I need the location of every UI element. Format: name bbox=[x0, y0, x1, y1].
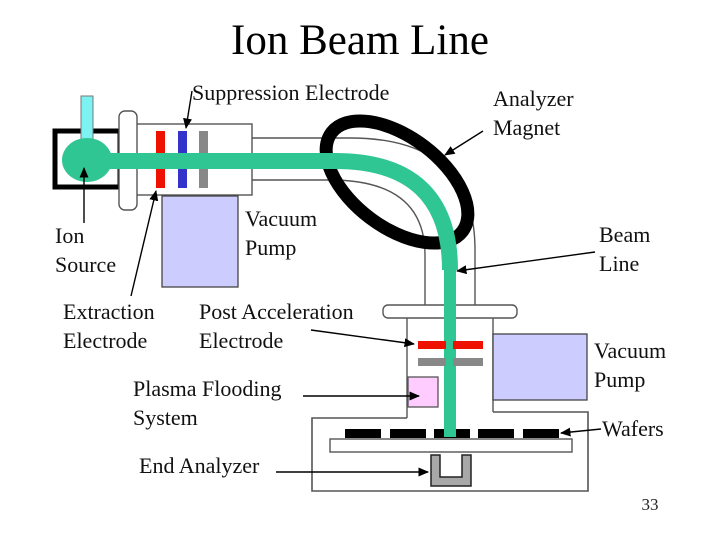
plasma-flooding-box bbox=[407, 376, 439, 408]
label-post-acceleration-electrode: Post Acceleration Electrode bbox=[199, 299, 354, 353]
wafer bbox=[345, 429, 381, 438]
post-acceleration-electrode-bars bbox=[418, 341, 483, 366]
analyzer-magnet-arrow bbox=[444, 130, 484, 156]
ion-beam-horizontal bbox=[107, 153, 458, 271]
analyzer-magnet-ring bbox=[319, 114, 475, 250]
wafer-platen bbox=[329, 438, 573, 453]
slide-title: Ion Beam Line bbox=[231, 17, 489, 64]
suppression-electrode-arrow bbox=[183, 90, 193, 129]
label-extraction-electrode: Extraction Electrode bbox=[63, 299, 155, 353]
label-vacuum-pump-right: Vacuum Pump bbox=[594, 338, 667, 392]
label-vacuum-pump-top: Vacuum Pump bbox=[245, 206, 318, 260]
endstation-base-box bbox=[311, 411, 589, 492]
label-end-analyzer: End Analyzer bbox=[139, 453, 260, 478]
label-ion-source: Ion Source bbox=[55, 223, 117, 277]
wafer bbox=[478, 429, 514, 438]
end-analyzer-cup bbox=[430, 454, 472, 487]
wafers-arrow bbox=[560, 427, 602, 437]
plasma-source-ellipse bbox=[62, 138, 112, 182]
vacuum-pump-right-box bbox=[492, 333, 588, 401]
extraction-electrode-arrow bbox=[130, 190, 159, 297]
post-acceleration-arrow bbox=[310, 329, 415, 348]
post-accel-red-right bbox=[453, 341, 483, 349]
label-beam-line: Beam Line bbox=[599, 222, 651, 276]
post-accel-red-left bbox=[418, 341, 446, 349]
page-number: 33 bbox=[641, 495, 659, 514]
label-analyzer-magnet: Analyzer Magnet bbox=[493, 86, 574, 140]
label-wafers: Wafers bbox=[602, 416, 664, 441]
wafer bbox=[390, 429, 426, 438]
beam-line-arrow bbox=[456, 251, 596, 275]
wafer bbox=[523, 429, 559, 438]
post-accel-gray-right bbox=[453, 358, 483, 366]
vacuum-pump-top-box bbox=[161, 195, 239, 288]
label-suppression-electrode: Suppression Electrode bbox=[192, 80, 390, 105]
callout-arrows bbox=[79, 90, 602, 477]
label-plasma-flooding-system: Plasma Flooding System bbox=[133, 376, 282, 430]
post-accel-gray-left bbox=[418, 358, 446, 366]
